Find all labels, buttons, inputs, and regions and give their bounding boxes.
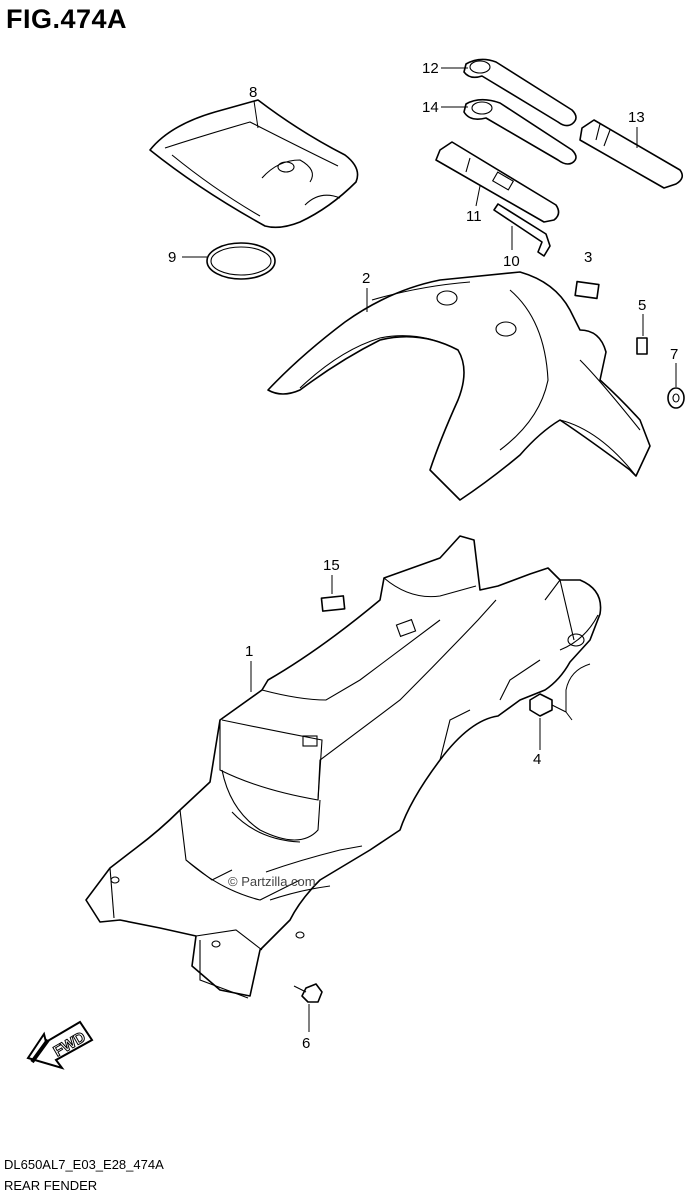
figure-title: FIG.474A (6, 4, 128, 34)
part-11-socket-wrench (435, 141, 560, 223)
part-15-pad (320, 595, 346, 612)
part-6-bolt (293, 983, 323, 1003)
part-9-band (206, 242, 276, 280)
watermark-text: © Partzilla.com (228, 874, 316, 889)
part-14-wrench (463, 98, 577, 165)
callout-7: 7 (670, 346, 678, 363)
callout-2: 2 (362, 270, 370, 287)
callout-8: 8 (249, 84, 257, 101)
figure-code: DL650AL7_E03_E28_474A (4, 1157, 164, 1172)
callout-1: 1 (245, 643, 253, 660)
figure-name: REAR FENDER (4, 1178, 98, 1193)
part-7-washer (667, 387, 685, 409)
callout-10: 10 (503, 253, 520, 270)
leader-8 (253, 100, 259, 129)
callout-6: 6 (302, 1035, 310, 1052)
part-3-pad (574, 280, 600, 300)
callout-14: 14 (422, 99, 439, 116)
part-12-wrench (463, 58, 577, 127)
callout-11: 11 (466, 208, 482, 225)
callout-5: 5 (638, 297, 646, 314)
callout-12: 12 (422, 60, 439, 77)
callout-4: 4 (533, 751, 541, 768)
part-1-rear-fender (85, 535, 602, 999)
callout-15: 15 (323, 557, 340, 574)
callout-9: 9 (168, 249, 176, 266)
fwd-arrow-icon (26, 1020, 94, 1070)
part-4-bolt (529, 693, 567, 717)
leader-4-dash (565, 663, 591, 721)
callout-13: 13 (628, 109, 645, 126)
part-13-extension-bar (579, 119, 684, 189)
callout-3: 3 (584, 249, 592, 266)
leader-11 (475, 185, 481, 207)
part-5-cushion (636, 337, 648, 355)
part-2-fender-cover (267, 271, 651, 501)
part-8-tool-bag (149, 99, 359, 229)
part-10-hex-key (493, 203, 551, 257)
